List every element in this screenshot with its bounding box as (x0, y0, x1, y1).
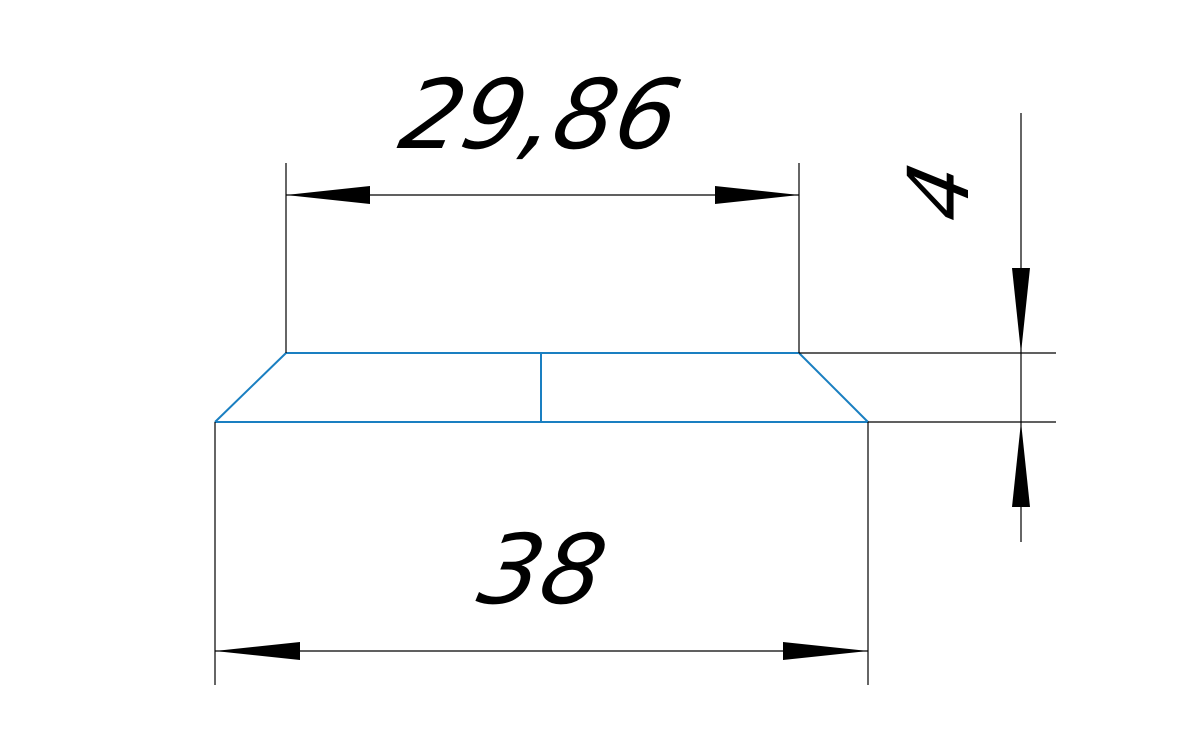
height-label: 4 (891, 155, 989, 229)
bottom-arrow-right (783, 642, 868, 660)
top-width-label: 29,86 (391, 59, 690, 171)
height-dimension (799, 113, 1056, 542)
bottom-width-label: 38 (470, 514, 616, 626)
part-left-chamfer (214, 352, 287, 423)
part-outline (214, 352, 869, 423)
top-arrow-left (286, 186, 370, 204)
height-arrow-bottom (1012, 422, 1030, 507)
top-width-dimension (285, 163, 800, 353)
bottom-width-dimension (214, 422, 869, 685)
top-arrow-right (715, 186, 799, 204)
part-right-chamfer (798, 352, 869, 423)
bottom-arrow-left (215, 642, 300, 660)
height-arrow-top (1012, 268, 1030, 353)
